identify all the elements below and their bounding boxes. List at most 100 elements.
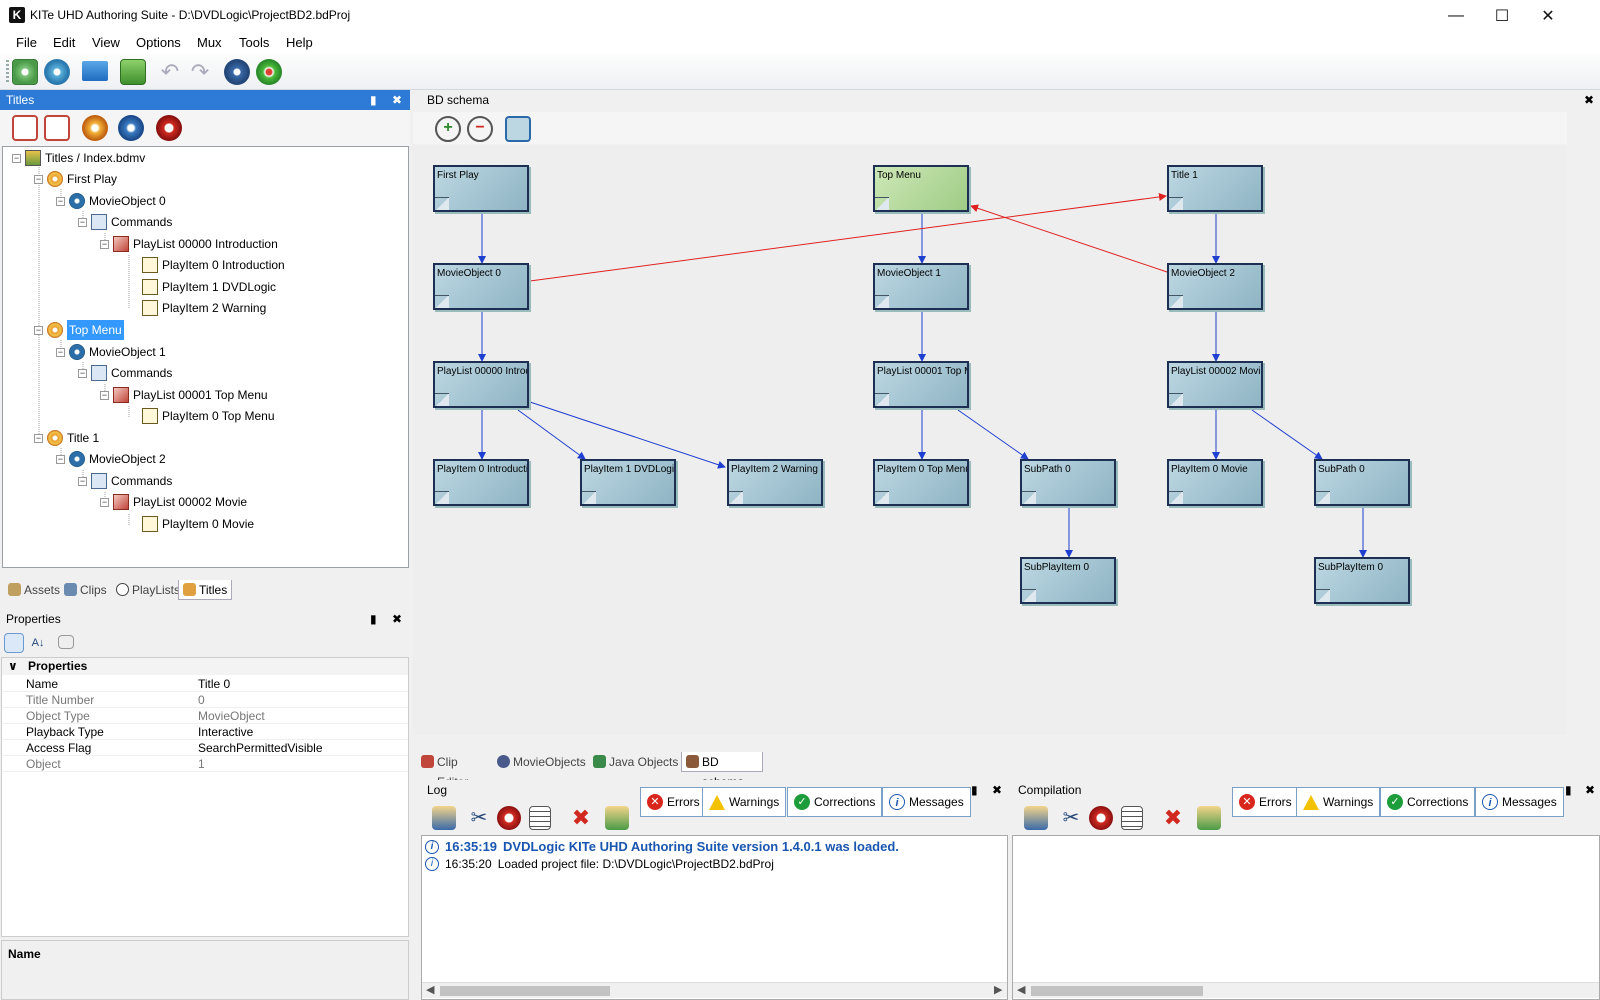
clear-icon[interactable]: ✖ [571, 805, 591, 830]
tree-node-movieobject-1[interactable]: −MovieObject 1 [56, 342, 166, 362]
schema-node-playitem-2-warning[interactable]: PlayItem 2 Warning [727, 459, 823, 506]
chevron-down-icon[interactable]: ∨ [8, 659, 18, 673]
cut-icon[interactable]: ✂ [1062, 807, 1080, 829]
menu-tools[interactable]: Tools [239, 35, 270, 50]
collapse-icon[interactable]: − [100, 496, 109, 507]
schema-node-playitem-0-introduction[interactable]: PlayItem 0 Introduction [433, 459, 529, 506]
copy-icon[interactable] [432, 806, 456, 830]
schema-node-subpath-0[interactable]: SubPath 0 [1314, 459, 1410, 506]
schema-node-top-menu[interactable]: Top Menu [873, 165, 969, 212]
collapse-icon[interactable]: − [56, 346, 65, 357]
pin-icon[interactable]: ▮ [971, 783, 978, 797]
collapse-icon[interactable]: − [34, 324, 43, 335]
tree-node-playlist-00000[interactable]: −PlayList 00000 Introduction [100, 234, 278, 254]
scrollbar-thumb[interactable] [1031, 986, 1203, 996]
zoom-out-icon[interactable]: − [467, 116, 493, 142]
tab-assets[interactable]: Assets [4, 580, 60, 600]
schema-node-playlist-00002[interactable]: PlayList 00002 Movie [1167, 361, 1263, 408]
undo-icon[interactable]: ↶ [160, 59, 180, 84]
collapse-icon[interactable]: − [34, 173, 43, 184]
pin-icon[interactable]: ▮ [1565, 783, 1572, 797]
paste-icon[interactable] [605, 806, 629, 830]
log-filter-corrections-button[interactable]: ✓Corrections [787, 787, 883, 817]
log-horizontal-scrollbar[interactable]: ◀ ▶ [422, 982, 1007, 998]
log-filter-errors-button[interactable]: ✕Errors [640, 787, 707, 817]
menu-help[interactable]: Help [286, 35, 313, 50]
add-movieobject-icon[interactable] [118, 115, 144, 141]
collapse-icon[interactable]: − [78, 367, 87, 378]
schema-node-playitem-0-top-menu[interactable]: PlayItem 0 Top Menu [873, 459, 969, 506]
collapse-icon[interactable]: − [78, 475, 87, 486]
schema-canvas[interactable]: First Play Top Menu Title 1 MovieObject … [413, 145, 1567, 735]
tree-node-movieobject-0[interactable]: −MovieObject 0 [56, 191, 166, 211]
schema-node-title-1[interactable]: Title 1 [1167, 165, 1263, 212]
schema-node-playlist-00001[interactable]: PlayList 00001 Top Menu [873, 361, 969, 408]
tree-node-top-menu[interactable]: −Top Menu [34, 320, 124, 340]
settings-gear-icon[interactable] [224, 59, 250, 85]
menu-options[interactable]: Options [136, 35, 181, 50]
schema-node-subplayitem-0[interactable]: SubPlayItem 0 [1314, 557, 1410, 604]
collapse-icon[interactable]: − [100, 389, 109, 400]
menu-mux[interactable]: Mux [197, 35, 222, 50]
zoom-in-icon[interactable]: + [435, 116, 461, 142]
compilation-horizontal-scrollbar[interactable]: ◀ [1013, 982, 1599, 998]
tree-node-root[interactable]: −Titles / Index.bdmv [12, 148, 145, 168]
schema-node-first-play[interactable]: First Play [433, 165, 529, 212]
scrollbar-thumb[interactable] [440, 986, 610, 996]
tree-node-title-1[interactable]: −Title 1 [34, 428, 99, 448]
tab-playlists[interactable]: PlayLists [112, 580, 180, 600]
collapse-icon[interactable]: − [34, 432, 43, 443]
tab-java-objects[interactable]: Java Objects [589, 752, 679, 772]
schema-node-subplayitem-0[interactable]: SubPlayItem 0 [1020, 557, 1116, 604]
open-disc-icon[interactable] [44, 59, 70, 85]
tree-node-first-play[interactable]: −First Play [34, 169, 117, 189]
collapse-icon[interactable]: − [56, 453, 65, 464]
cut-icon[interactable]: ✂ [470, 807, 488, 829]
tree-node-commands[interactable]: −Commands [78, 363, 172, 383]
tree-node-playitem[interactable]: PlayItem 2 Warning [142, 298, 266, 318]
maximize-button[interactable]: ☐ [1494, 8, 1510, 25]
export-icon[interactable] [44, 115, 70, 141]
delete-icon[interactable] [156, 115, 182, 141]
close-icon[interactable]: ✖ [1584, 93, 1595, 107]
collapse-icon[interactable]: − [78, 216, 87, 227]
list-icon[interactable] [529, 806, 551, 830]
close-icon[interactable]: ✖ [392, 612, 403, 626]
collapse-icon[interactable]: − [56, 195, 65, 206]
pin-icon[interactable]: ▮ [370, 612, 377, 626]
add-title-icon[interactable] [82, 115, 108, 141]
close-window-button[interactable]: ✕ [1541, 8, 1555, 25]
scroll-left-icon[interactable]: ◀ [426, 984, 435, 996]
minimize-button[interactable]: — [1448, 7, 1464, 24]
tab-titles[interactable]: Titles [178, 580, 232, 600]
toolbar-grip[interactable] [6, 60, 9, 84]
schema-node-movieobject-0[interactable]: MovieObject 0 [433, 263, 529, 310]
stop-icon[interactable] [1089, 806, 1113, 830]
property-pages-icon[interactable] [58, 635, 74, 649]
close-icon[interactable]: ✖ [992, 783, 1003, 797]
tree-node-playitem[interactable]: PlayItem 0 Movie [142, 514, 254, 534]
save-icon[interactable] [120, 59, 146, 85]
compilation-filter-errors-button[interactable]: ✕Errors [1232, 787, 1299, 817]
tab-clips[interactable]: Clips [60, 580, 110, 600]
compilation-filter-warnings-button[interactable]: Warnings [1296, 787, 1381, 817]
collapse-icon[interactable]: − [100, 238, 109, 249]
clear-icon[interactable]: ✖ [1163, 805, 1183, 830]
schema-node-playitem-0-movie[interactable]: PlayItem 0 Movie [1167, 459, 1263, 506]
schema-node-movieobject-2[interactable]: MovieObject 2 [1167, 263, 1263, 310]
tab-bd-schema[interactable]: BD schema [681, 752, 763, 789]
pin-icon[interactable]: ▮ [370, 93, 377, 107]
tree-node-commands[interactable]: −Commands [78, 471, 172, 491]
import-icon[interactable] [12, 115, 38, 141]
open-folder-icon[interactable] [82, 61, 108, 81]
new-project-icon[interactable] [12, 59, 38, 85]
schema-node-playlist-00000[interactable]: PlayList 00000 Introduction [433, 361, 529, 408]
property-category[interactable]: ∨ Properties [2, 658, 408, 675]
